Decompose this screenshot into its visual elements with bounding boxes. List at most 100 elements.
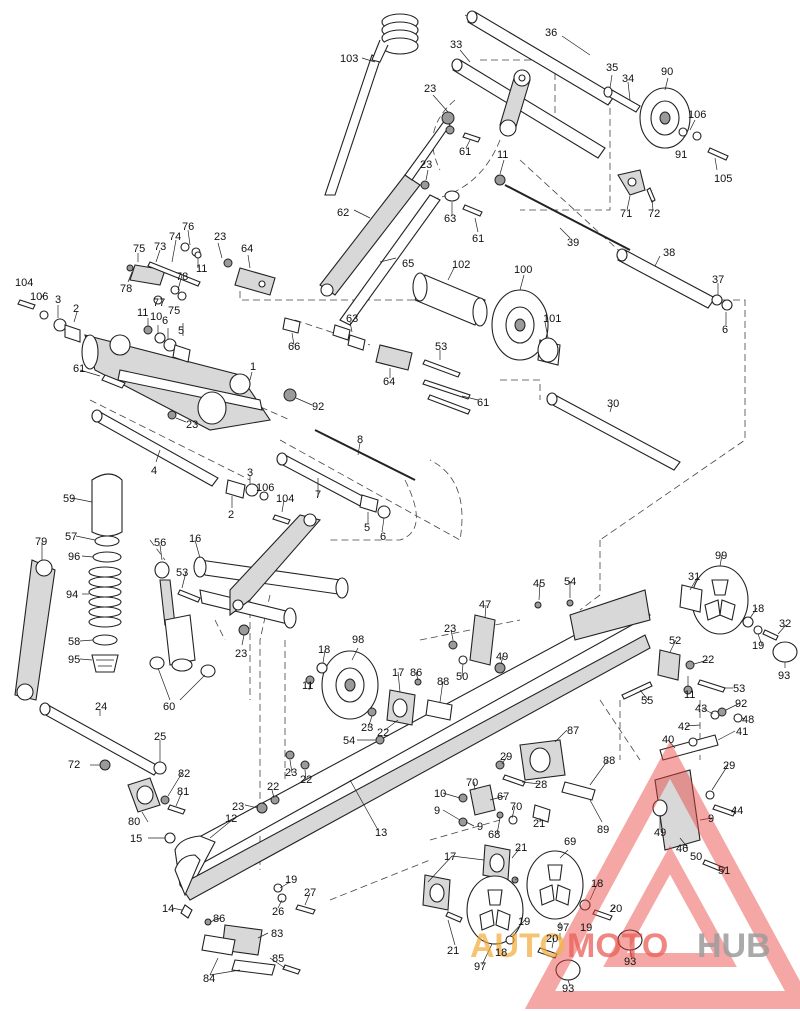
- watermark-triangle-inner: [603, 845, 737, 967]
- callout-21-center: 21: [533, 818, 545, 830]
- callout-23-center: 23: [361, 722, 373, 734]
- watermark-triangle-outer: [524, 741, 800, 1009]
- nut-82: [160, 795, 170, 805]
- callout-102: 102: [452, 259, 470, 271]
- washer-18-lower: [579, 899, 591, 911]
- callout-22-rail: 22: [267, 781, 279, 793]
- callout-21-lower-b: 21: [447, 945, 459, 957]
- callout-67: 67: [497, 791, 509, 803]
- bracket-17-lower-a: [482, 844, 511, 881]
- shaft-8: [314, 429, 416, 481]
- callout-26: 26: [272, 906, 284, 918]
- bracket-64-top: [223, 258, 276, 296]
- callout-53-mid: 53: [435, 341, 447, 353]
- bushing-2-mid: [225, 479, 246, 499]
- callout-5-mid: 5: [364, 522, 370, 534]
- callout-18-center: 18: [318, 644, 330, 656]
- shaft-38: [616, 248, 716, 309]
- callout-23-rear-arm: 23: [235, 648, 247, 660]
- callout-19-lower: 19: [518, 916, 530, 928]
- callout-4: 4: [151, 465, 157, 477]
- callout-34: 34: [622, 73, 634, 85]
- callout-59: 59: [63, 493, 75, 505]
- callout-17-lower: 17: [444, 851, 456, 863]
- washer-50: [458, 655, 468, 665]
- rear-arm-16: [193, 513, 349, 629]
- callout-50-right: 50: [690, 851, 702, 863]
- plug-15: [164, 832, 176, 844]
- callout-29-right: 29: [723, 760, 735, 772]
- callout-95: 95: [68, 654, 80, 666]
- bracket-64-mid: [375, 344, 413, 371]
- callout-57: 57: [65, 531, 77, 543]
- nut-45: [534, 601, 542, 609]
- callout-31: 31: [688, 571, 700, 583]
- bracket-17-center: [386, 689, 416, 726]
- callout-32: 32: [779, 618, 791, 630]
- callout-23-top-b: 23: [420, 159, 432, 171]
- callout-61-top-a: 61: [459, 146, 471, 158]
- callout-64-top: 64: [241, 243, 253, 255]
- callout-6-right: 6: [722, 324, 728, 336]
- callout-2-mid: 2: [228, 509, 234, 521]
- spring-94: [88, 566, 122, 628]
- callout-89: 89: [597, 824, 609, 836]
- nut-54-right: [566, 599, 574, 607]
- bolt-61-left: [101, 374, 126, 389]
- callout-42: 42: [678, 721, 690, 733]
- nut-49: [494, 662, 506, 674]
- shaft-30: [546, 392, 681, 471]
- callout-61-left: 61: [73, 363, 85, 375]
- callout-62: 62: [337, 207, 349, 219]
- callout-36: 36: [545, 27, 557, 39]
- shock-62: [319, 111, 455, 297]
- callout-5-top: 5: [178, 325, 184, 337]
- callout-13: 13: [375, 827, 387, 839]
- wheel-97-a: [466, 875, 524, 945]
- washer-18-right: [742, 616, 754, 628]
- callout-90: 90: [661, 66, 673, 78]
- bushing-60-b: [200, 664, 216, 678]
- callout-69: 69: [564, 836, 576, 848]
- callout-71: 71: [620, 208, 632, 220]
- callout-23-rail-2: 23: [285, 767, 297, 779]
- callout-17-center: 17: [392, 667, 404, 679]
- callout-51: 51: [718, 865, 730, 877]
- bolt-61-b: [462, 204, 483, 217]
- washer-48: [733, 713, 743, 723]
- nut-23-b47: [448, 640, 458, 650]
- bolt-28: [502, 774, 526, 787]
- callout-15: 15: [130, 833, 142, 845]
- callout-3-left: 3: [55, 294, 61, 306]
- callout-10-left: 10: [150, 311, 162, 323]
- callout-105: 105: [714, 173, 732, 185]
- nut-23-rail-2: [285, 750, 295, 760]
- bracket-73-cluster: [126, 242, 202, 305]
- callout-75-top: 75: [133, 243, 145, 255]
- bolt-104-mid: [272, 514, 291, 525]
- callout-6-left: 6: [162, 315, 168, 327]
- callout-6-mid: 6: [380, 531, 386, 543]
- bracket-17-lower-b: [422, 874, 451, 911]
- leader-lines: [39, 35, 787, 987]
- callout-33: 33: [450, 39, 462, 51]
- callout-64-mid: 64: [383, 376, 395, 388]
- spacer-31: [679, 584, 703, 613]
- callout-27: 27: [304, 887, 316, 899]
- front-arm-1: [81, 334, 297, 431]
- callout-70-a: 70: [466, 777, 478, 789]
- callout-9-right: 9: [708, 813, 714, 825]
- bracket-71: [617, 169, 646, 196]
- callout-25: 25: [154, 731, 166, 743]
- callout-11-center: 11: [302, 680, 313, 692]
- callout-45: 45: [533, 578, 545, 590]
- nut-23-rear-arm: [238, 624, 250, 636]
- callout-10-lower: 10: [434, 788, 446, 800]
- callout-97-right: 97: [557, 922, 569, 934]
- callout-99: 99: [715, 550, 727, 562]
- spring-103: [324, 13, 419, 196]
- callout-11-right: 11: [684, 689, 695, 701]
- nut-23-left: [167, 410, 177, 420]
- washer-106-left: [39, 310, 49, 320]
